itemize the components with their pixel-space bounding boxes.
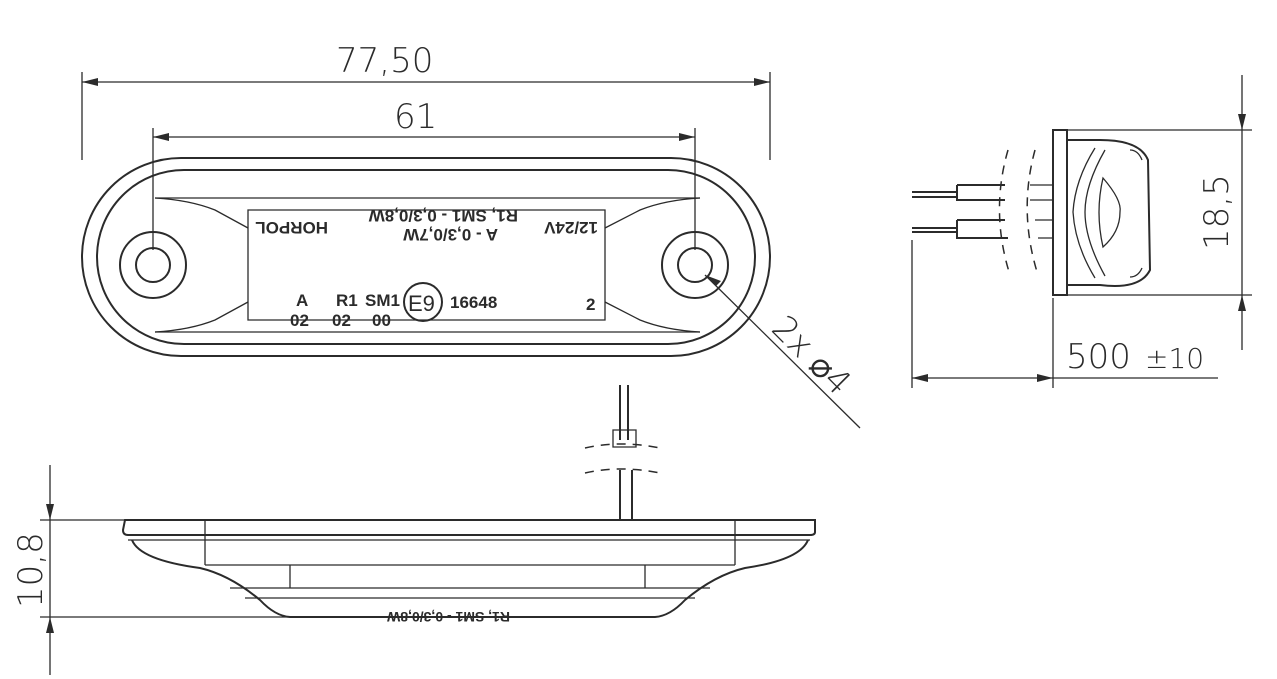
marking-brand: HORPOL bbox=[255, 218, 328, 237]
wire-1 bbox=[912, 184, 1005, 201]
top-view: HORPOL R1, SM1 - 0,3/0,8W A - 0,3/0,7W 1… bbox=[81, 41, 861, 429]
lens-edge bbox=[155, 197, 700, 333]
wire-stubs bbox=[1030, 184, 1053, 239]
front-break-lines bbox=[584, 443, 661, 474]
marking-line1: R1, SM1 - 0,3/0,8W bbox=[368, 206, 518, 225]
arrowhead bbox=[705, 275, 721, 286]
bottom-marking: R1, SM1 - 0,3/0,8W bbox=[386, 609, 510, 625]
code-version-r1: 02 bbox=[332, 311, 351, 330]
marking-line2: A - 0,3/0,7W bbox=[402, 225, 498, 244]
dimension-front-height: 10,8 bbox=[11, 532, 51, 608]
housing-contour bbox=[1072, 147, 1106, 279]
marking-voltage: 12/24V bbox=[543, 218, 598, 237]
dimension-side-height: 18,5 bbox=[1197, 174, 1237, 250]
arrowheads bbox=[912, 374, 1053, 382]
front-flange-lines bbox=[128, 520, 810, 565]
dimension-overall-length: 77,50 bbox=[336, 41, 433, 81]
marking-plate bbox=[247, 209, 606, 321]
approval-mark: E9 bbox=[408, 291, 435, 316]
break-lines bbox=[998, 149, 1039, 276]
front-wire bbox=[619, 385, 633, 520]
wire-2 bbox=[912, 219, 1008, 239]
dimension-line-holes bbox=[152, 128, 696, 250]
code-version-sm1: 00 bbox=[372, 311, 391, 330]
dimension-holes: 2x ⌀4 bbox=[764, 308, 859, 403]
approval-number: 16648 bbox=[450, 293, 497, 312]
housing-ribs bbox=[1129, 149, 1143, 278]
dimension-cable-tolerance: ±10 bbox=[1145, 342, 1204, 375]
code-a: A bbox=[296, 291, 308, 310]
leader-line bbox=[704, 274, 861, 429]
front-view: R1, SM1 - 0,3/0,8W 10,8 bbox=[11, 385, 816, 675]
dimension-line-cable bbox=[911, 240, 1218, 388]
flange bbox=[1052, 129, 1068, 296]
marking-index: 2 bbox=[586, 295, 595, 314]
code-r1: R1 bbox=[336, 291, 358, 310]
lens-window bbox=[1098, 176, 1121, 249]
housing bbox=[1067, 139, 1152, 287]
dimension-cable-length: 500 bbox=[1066, 337, 1131, 377]
front-body bbox=[131, 539, 809, 618]
side-view: 18,5 500 ±10 bbox=[911, 75, 1252, 388]
code-sm1: SM1 bbox=[365, 291, 400, 310]
hole-bore-left bbox=[135, 247, 171, 283]
approval-circle bbox=[403, 282, 443, 322]
wire-sleeve bbox=[612, 429, 637, 448]
outer-outline bbox=[81, 157, 771, 357]
code-version-a: 02 bbox=[290, 311, 309, 330]
lens-contour bbox=[154, 197, 701, 333]
inner-outline bbox=[96, 169, 756, 345]
dimension-line-overall bbox=[81, 72, 771, 160]
front-body-lines bbox=[205, 564, 735, 599]
front-flange bbox=[121, 519, 816, 536]
dimension-hole-spacing: 61 bbox=[394, 97, 437, 137]
dimension-line-front-height bbox=[40, 465, 290, 675]
